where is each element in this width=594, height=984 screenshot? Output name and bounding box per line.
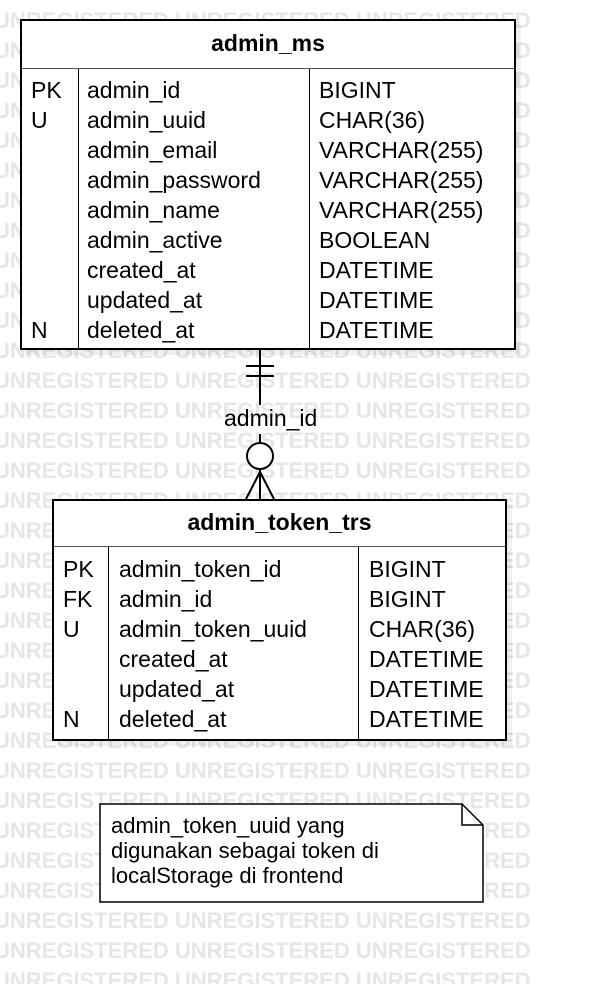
watermark-line: UNREGISTERED UNREGISTERED UNREGISTERED — [0, 398, 531, 423]
field-type: BIGINT — [369, 556, 446, 582]
field-key: PK — [31, 77, 62, 103]
field-name: admin_token_uuid — [119, 616, 307, 642]
field-name: updated_at — [87, 287, 203, 313]
field-type: DATETIME — [319, 257, 434, 283]
note-text: admin_token_uuid yang digunakan sebagai … — [111, 813, 471, 888]
note-line: localStorage di frontend — [111, 863, 344, 888]
field-type: CHAR(36) — [319, 107, 426, 133]
field-key: FK — [63, 586, 93, 612]
relationship-label: admin_id — [224, 405, 318, 431]
entity-body: PK FK U N admin_token_id admin_id admin_… — [54, 547, 505, 739]
field-name: admin_token_id — [119, 556, 282, 582]
field-key: N — [31, 317, 48, 343]
column-divider — [108, 547, 109, 739]
note-line: admin_token_uuid yang — [111, 813, 345, 838]
note-shape — [99, 803, 484, 903]
field-type: BIGINT — [369, 586, 446, 612]
field-name: admin_id — [87, 77, 181, 103]
field-key: U — [63, 616, 80, 642]
field-name: deleted_at — [119, 706, 227, 732]
entity-title: admin_ms — [22, 21, 514, 69]
field-name: deleted_at — [87, 317, 195, 343]
field-name: admin_email — [87, 137, 218, 163]
field-type: DATETIME — [319, 317, 434, 343]
entity-body: PK U N admin_id admin_uuid admin_email a… — [22, 69, 514, 348]
field-type: BIGINT — [319, 77, 396, 103]
type-column: BIGINT CHAR(36) VARCHAR(255) VARCHAR(255… — [319, 75, 483, 348]
field-name: admin_id — [119, 586, 213, 612]
field-name: admin_uuid — [87, 107, 206, 133]
entity-admin-token-trs[interactable]: admin_token_trs PK FK U N admin_token_id… — [52, 499, 507, 741]
field-name: admin_active — [87, 227, 223, 253]
field-name: admin_name — [87, 197, 220, 223]
field-name: created_at — [119, 646, 228, 672]
watermark-line: UNREGISTERED UNREGISTERED UNREGISTERED — [0, 368, 531, 393]
crowfoot-right — [259, 471, 275, 500]
watermark-line: UNREGISTERED UNREGISTERED UNREGISTERED — [0, 968, 531, 984]
key-column: PK U N — [31, 75, 62, 348]
field-key: U — [31, 107, 48, 133]
field-type: VARCHAR(255) — [319, 137, 484, 163]
name-column: admin_id admin_uuid admin_email admin_pa… — [87, 75, 261, 348]
field-name: updated_at — [119, 676, 235, 702]
name-column: admin_token_id admin_id admin_token_uuid… — [119, 554, 307, 739]
field-name: admin_password — [87, 167, 261, 193]
entity-admin-ms[interactable]: admin_ms PK U N admin_id admin_uuid admi… — [20, 19, 516, 350]
crowfoot-left — [245, 471, 261, 500]
field-type: DATETIME — [369, 706, 484, 732]
column-divider — [78, 69, 79, 348]
field-key: PK — [63, 556, 94, 582]
field-type: DATETIME — [369, 676, 484, 702]
field-type: VARCHAR(255) — [319, 197, 484, 223]
note[interactable]: admin_token_uuid yang digunakan sebagai … — [99, 803, 484, 903]
note-line: digunakan sebagai token di — [111, 838, 379, 863]
watermark-line: UNREGISTERED UNREGISTERED UNREGISTERED — [0, 938, 531, 963]
column-divider — [358, 547, 359, 739]
field-type: DATETIME — [319, 287, 434, 313]
field-type: DATETIME — [369, 646, 484, 672]
entity-title: admin_token_trs — [54, 501, 505, 547]
field-name: created_at — [87, 257, 196, 283]
optional-circle — [246, 442, 274, 470]
field-type: CHAR(36) — [369, 616, 476, 642]
field-key: N — [63, 706, 80, 732]
key-column: PK FK U N — [63, 554, 94, 739]
watermark-line: UNREGISTERED UNREGISTERED UNREGISTERED — [0, 758, 531, 783]
field-type: VARCHAR(255) — [319, 167, 484, 193]
field-type: BOOLEAN — [319, 227, 431, 253]
column-divider — [309, 69, 310, 348]
type-column: BIGINT BIGINT CHAR(36) DATETIME DATETIME… — [369, 554, 484, 739]
watermark-line: UNREGISTERED UNREGISTERED UNREGISTERED — [0, 908, 531, 933]
